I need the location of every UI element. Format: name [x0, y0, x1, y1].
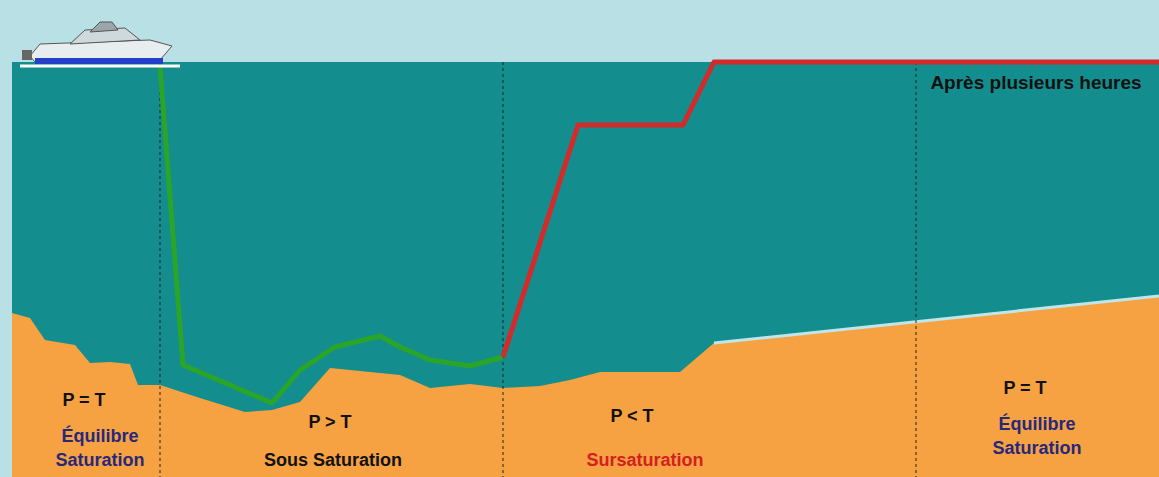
zone-dividers [160, 62, 916, 477]
state-label: P = T [965, 376, 1085, 400]
state-label: P = T [24, 388, 144, 412]
seabed [12, 296, 1159, 477]
state-label: Équilibre Saturation [45, 424, 155, 473]
state-label: P < T [562, 404, 702, 428]
state-label: P > T [260, 410, 400, 434]
note-label: Après plusieurs heures [926, 70, 1146, 96]
boat-icon [20, 22, 180, 66]
state-label: Sous Saturation [233, 448, 433, 472]
ascent-profile [503, 62, 1159, 357]
state-label: Sursaturation [545, 448, 745, 472]
water [12, 62, 1159, 477]
saturation-level [714, 296, 1159, 343]
state-label: Équilibre Saturation [977, 412, 1097, 461]
descent-profile [160, 66, 503, 403]
